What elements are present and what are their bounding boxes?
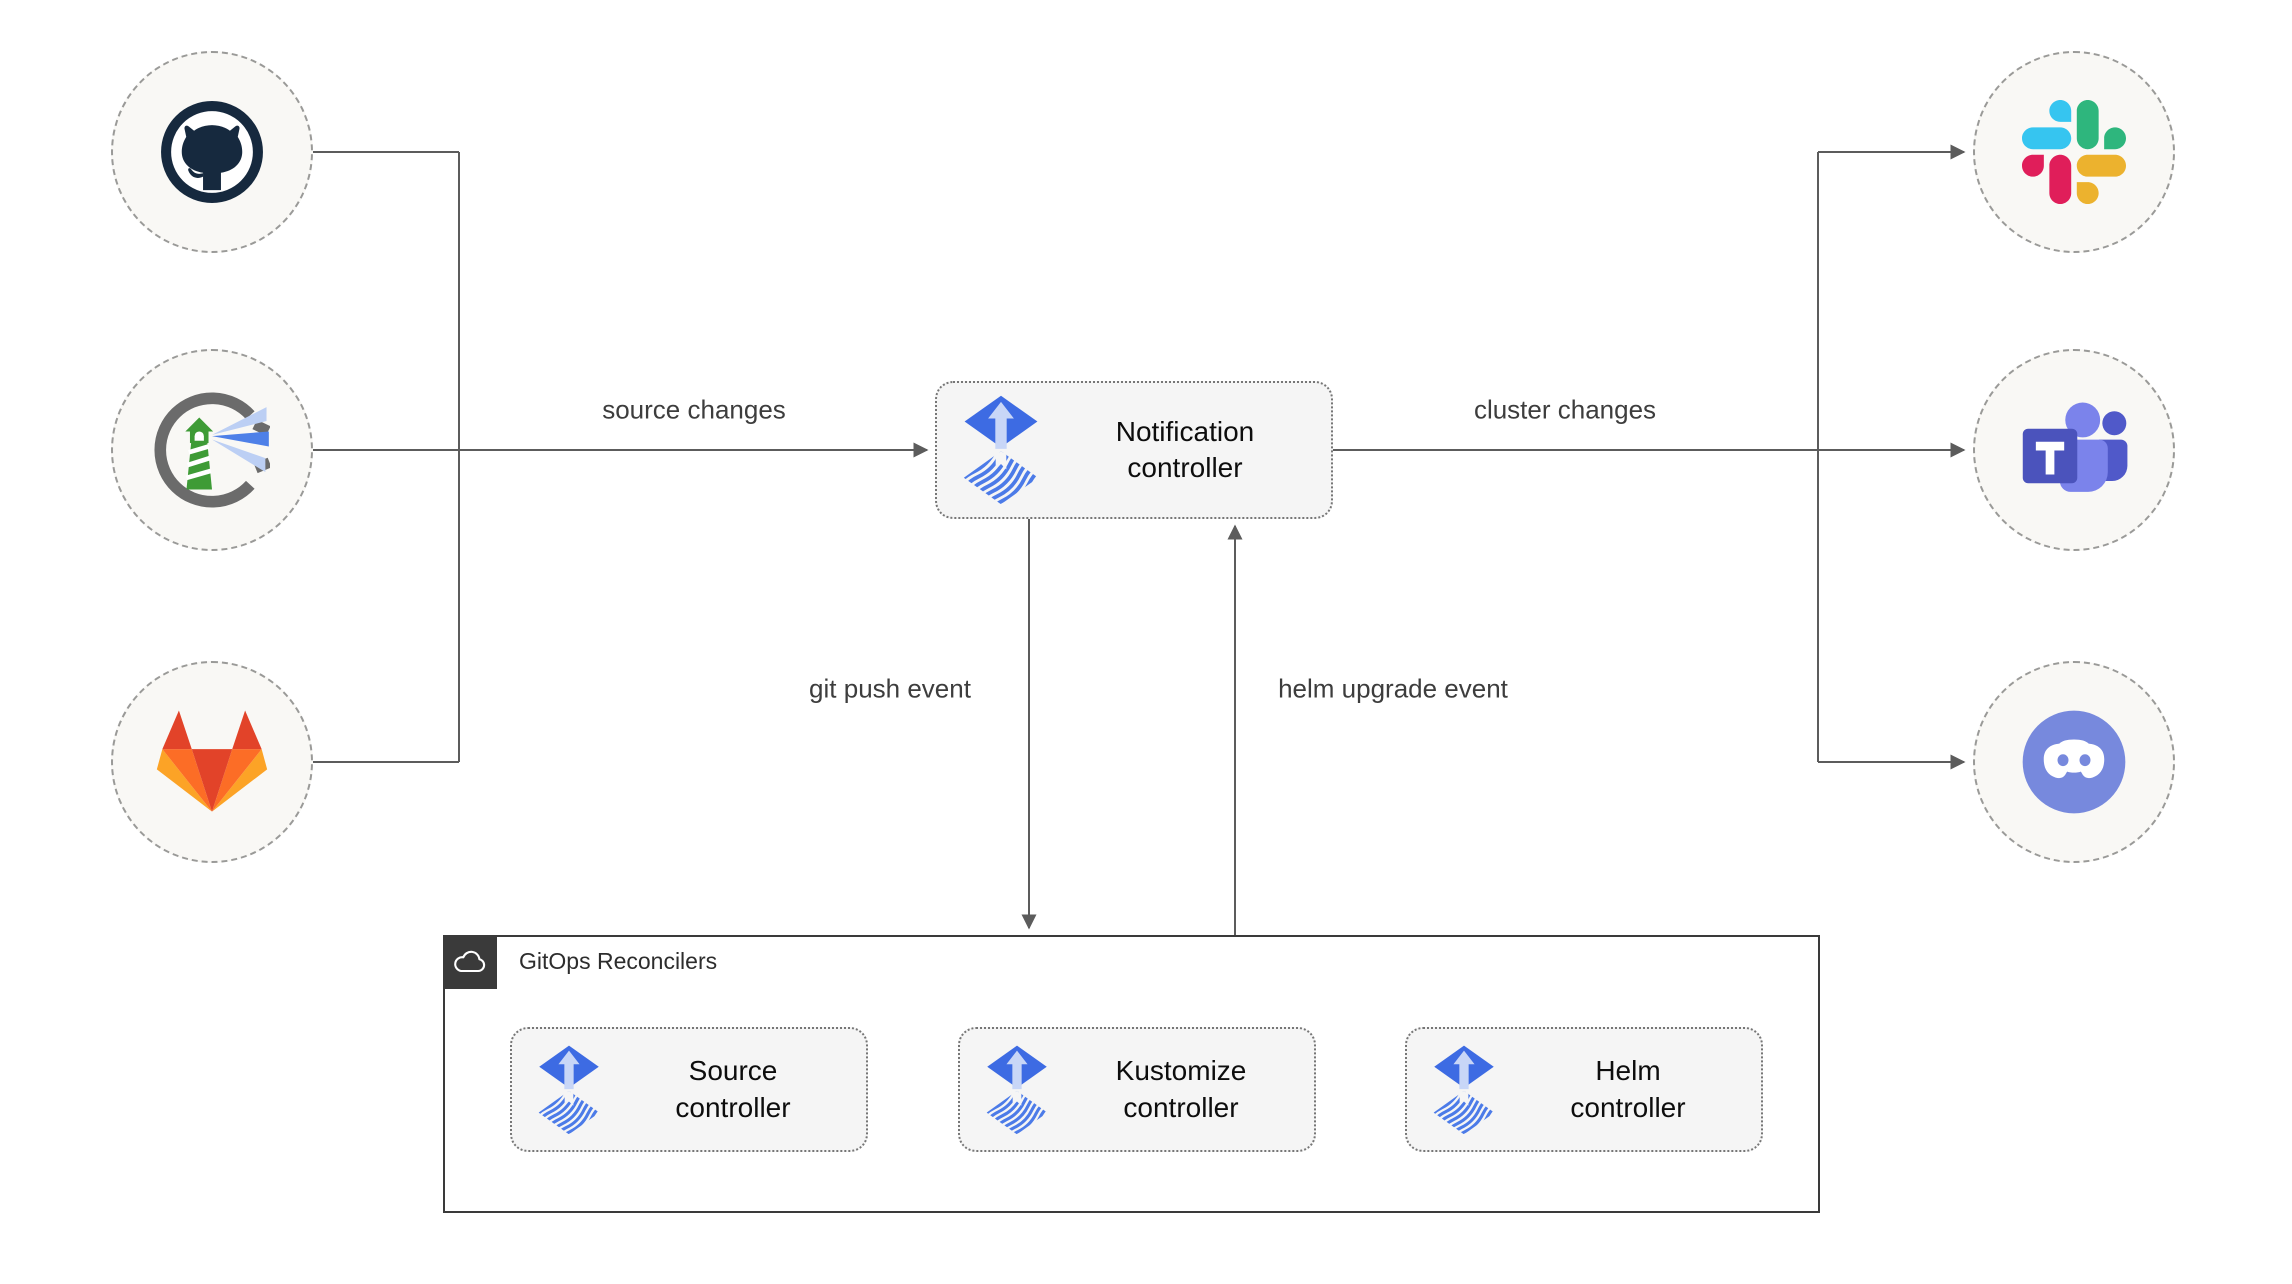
flux-icon — [538, 1045, 600, 1134]
container-header-square — [443, 935, 497, 989]
source-node-github — [111, 51, 313, 253]
source-node-gitlab — [111, 661, 313, 863]
node-source-controller: Source controller — [510, 1027, 868, 1152]
node-label: Kustomize controller — [1115, 1055, 1247, 1123]
edge-label-source-changes: source changes — [596, 394, 792, 426]
edge-label-cluster-changes: cluster changes — [1467, 394, 1663, 426]
target-node-teams — [1973, 349, 2175, 551]
flux-icon — [986, 1045, 1048, 1134]
node-notification-controller: Notification controller — [935, 381, 1333, 519]
node-helm-controller: Helm controller — [1405, 1027, 1763, 1152]
node-label: Source controller — [675, 1055, 791, 1123]
edge-label-git-push-event: git push event — [803, 673, 977, 705]
node-label: Notification controller — [1115, 415, 1255, 483]
node-kustomize-controller: Kustomize controller — [958, 1027, 1316, 1152]
gitlab-icon — [156, 710, 268, 812]
edge-label-helm-upgrade-event: helm upgrade event — [1272, 673, 1514, 705]
slack-icon — [2022, 100, 2126, 204]
harbor-icon — [154, 392, 270, 508]
github-icon — [161, 101, 263, 203]
microsoft-teams-icon — [2022, 402, 2128, 492]
flux-icon — [963, 395, 1039, 505]
container-title: GitOps Reconcilers — [519, 948, 718, 974]
target-node-discord — [1973, 661, 2175, 863]
discord-icon — [2022, 710, 2126, 814]
node-label: Helm controller — [1570, 1055, 1686, 1123]
target-node-slack — [1973, 51, 2175, 253]
cloud-icon — [454, 950, 486, 973]
source-node-harbor — [111, 349, 313, 551]
flux-icon — [1433, 1045, 1495, 1134]
